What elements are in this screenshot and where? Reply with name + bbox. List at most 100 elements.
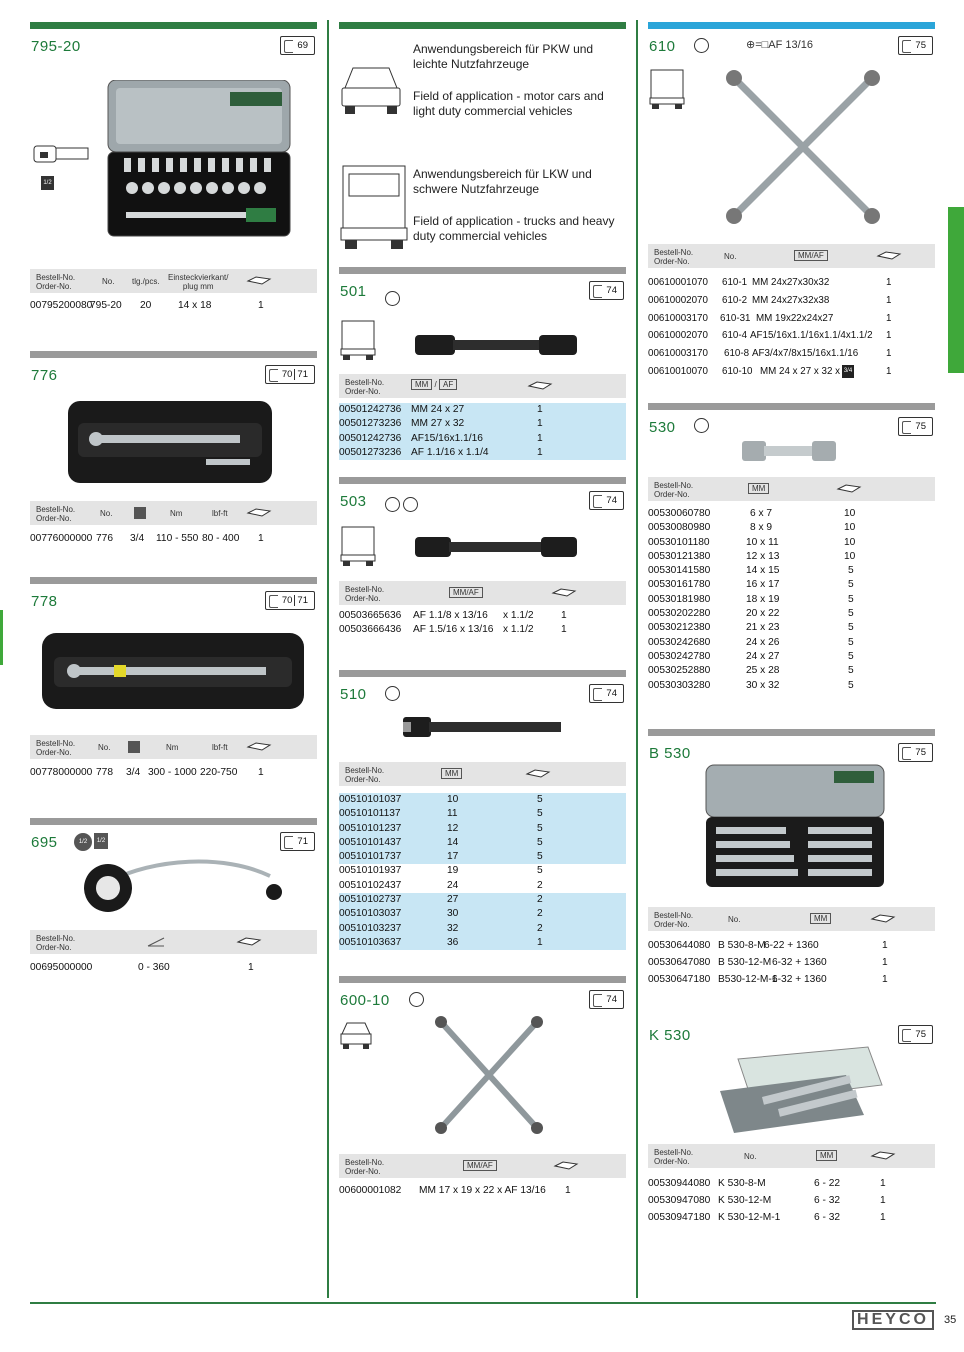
page-reference[interactable]: 75 (898, 36, 933, 55)
section-bar (30, 818, 317, 825)
page-reference[interactable]: 74 (589, 491, 624, 510)
table-header: Bestell-No.Order-No. MM/AF (339, 581, 626, 605)
section-bar (30, 22, 317, 29)
product-title: K 530 (649, 1027, 691, 1044)
product-title: B 530 (649, 745, 691, 762)
angle-gauge-image (84, 859, 282, 912)
page-reference[interactable]: 71 (280, 832, 315, 851)
mm-af-hex-label: MM / AF (411, 379, 458, 390)
single-ring-icon (694, 38, 709, 53)
column-separator-1 (327, 20, 329, 1298)
page-reference[interactable]: 74 (589, 990, 624, 1009)
page-reference[interactable]: 69 (280, 36, 315, 55)
table-row[interactable]: 00778000000 778 3/4 300 - 1000 220-750 1 (30, 767, 264, 778)
column-separator-2 (636, 20, 638, 1298)
mm-af-hex-label: MM/AF (794, 250, 828, 261)
page-reference[interactable]: 74 (589, 281, 624, 300)
car-icon (341, 67, 401, 114)
torque-wrench-case-image (68, 401, 272, 483)
quantity-icon (870, 1151, 896, 1160)
page-reference[interactable]: 75 (898, 417, 933, 436)
drive-size-badge: 3/4 (842, 364, 854, 378)
table-header: Bestell-No.Order-No. MM (648, 477, 935, 501)
page-reference[interactable]: 74 (589, 684, 624, 703)
socket-wrench-image (403, 717, 561, 737)
table-row[interactable]: 00795200080 795-20 20 14 x 18 1 (30, 300, 264, 311)
car-application-en: Field of application - motor cars and li… (413, 89, 604, 118)
page-reference[interactable]: 75 (898, 1025, 933, 1044)
section-610: 610 ⊕=□AF 13/16 75 Bestell-No.Order-No. … (648, 22, 935, 392)
drive-size-badge: 1/2 (74, 833, 92, 851)
section-bar (648, 729, 935, 736)
table-row[interactable]: 00695000000 0 - 360 1 (30, 962, 254, 973)
table-header: Bestell-No.Order-No. No. MM (648, 1144, 935, 1168)
section-bar (648, 22, 935, 29)
page-reference[interactable]: 75 (898, 743, 933, 762)
car-icon (340, 1022, 372, 1049)
product-title: 600-10 (340, 992, 390, 1009)
quantity-icon (836, 484, 862, 493)
single-ring-icon (385, 686, 400, 701)
product-title: 776 (31, 367, 58, 384)
table-header: Bestell-No.Order-No. MM / AF (339, 374, 626, 398)
single-ring-icon (385, 291, 400, 306)
section-695: 695 1/2 1/2 71 Bestell-No.Order-No. 0069… (30, 818, 317, 988)
side-tab-left (0, 610, 3, 665)
product-title: 503 (340, 493, 367, 510)
drive-size-badge: 1/2 (94, 833, 108, 849)
wheel-brace-image (415, 537, 577, 557)
car-application-de: Anwendungsbereich für PKW und leichte Nu… (413, 42, 594, 71)
table-row[interactable]: 00776000000 776 3/4 110 - 550 80 - 400 1 (30, 533, 264, 544)
section-k-530: K 530 75 Bestell-No.Order-No. No. MM 005… (648, 1011, 935, 1241)
section-bar (30, 577, 317, 584)
